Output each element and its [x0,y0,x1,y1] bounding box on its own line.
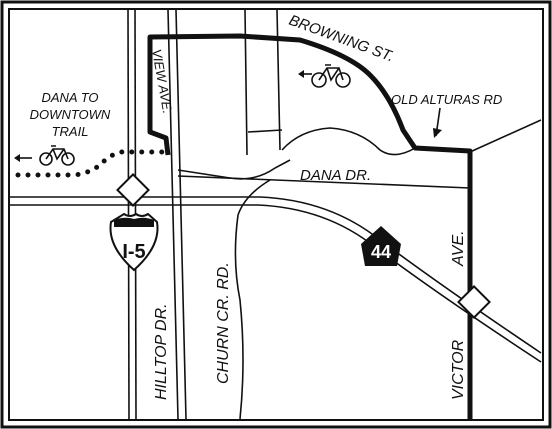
label-dana-dr: DANA DR. [300,167,371,184]
interchange-diamond-icon [116,173,150,207]
label-hilltop-dr: HILLTOP DR. [153,303,170,400]
trail-label: DANA TO DOWNTOWN TRAIL [30,90,111,139]
highlighted-route [147,33,473,419]
bicycle-icon [311,64,351,88]
label-old-alturas-rd: OLD ALTURAS RD [391,92,502,107]
interstate-shield-icon: I-5 [109,212,159,272]
state-route-shield-label: 44 [371,242,391,262]
inner-frame [8,8,544,421]
interstate-shield-label: I-5 [122,241,145,263]
trail-label-line-3: TRAIL [52,124,89,139]
label-victor-ave: AVE. [450,230,467,267]
label-churn-creek-rd: CHURN CR. RD. [215,262,232,384]
direction-arrow-icon [298,70,312,78]
minor-roads [177,9,542,420]
direction-arrow-icon [14,154,32,162]
label-victor: VICTOR [450,339,467,400]
state-route-shield-icon: 44 [361,226,401,266]
trail-label-line-1: DANA TO [41,90,98,105]
hilltop-drive [167,9,187,420]
bicycle-icon [39,145,75,166]
trail-dotted-path [15,149,165,178]
callout-arrow-icon [433,107,442,138]
trail-label-line-2: DOWNTOWN [30,107,111,122]
interchange-diamond-icon [457,285,491,319]
